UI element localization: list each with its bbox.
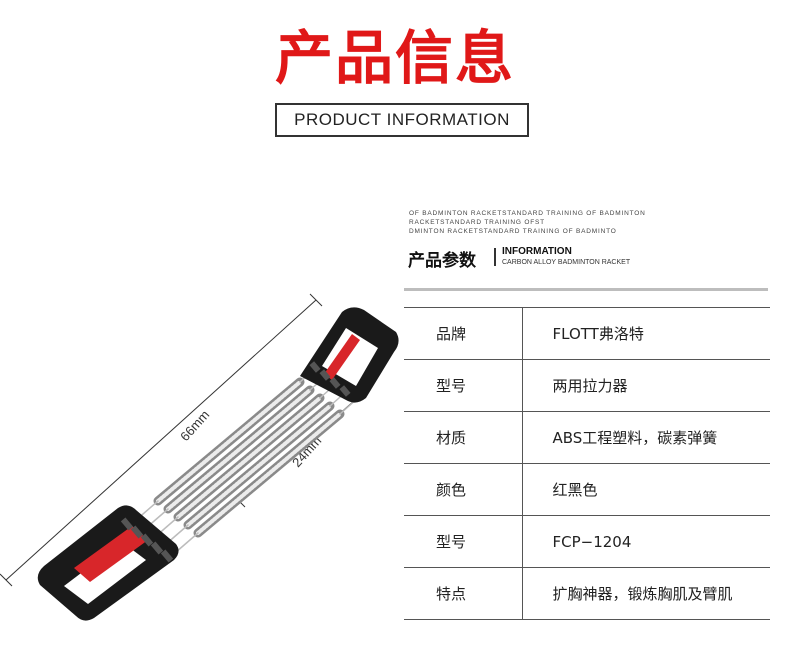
spec-key: 颜色 xyxy=(404,463,523,516)
params-divider xyxy=(494,248,496,266)
spec-value: 扩胸神器，锻炼胸肌及臂肌 xyxy=(522,567,770,620)
spec-value: ABS工程塑料，碳素弹簧 xyxy=(522,411,770,464)
params-subtitle: CARBON ALLOY BADMINTON RACKET xyxy=(502,259,631,266)
spec-value: FLOTT弗洛特 xyxy=(522,307,770,360)
table-row: 型号 两用拉力器 xyxy=(404,359,770,412)
fine-print-line-3: DMINTON RACKETSTANDARD TRAINING OF BADMI… xyxy=(409,228,617,235)
spec-key: 材质 xyxy=(404,411,523,464)
chest-expander-product-image: 66mm 24mm xyxy=(0,293,399,621)
springs xyxy=(127,365,359,560)
spec-value: 红黑色 xyxy=(522,463,770,516)
params-title-cn: 产品参数 xyxy=(408,251,476,271)
spec-key: 特点 xyxy=(404,567,523,620)
spec-table: 品牌 FLOTT弗洛特 型号 两用拉力器 材质 ABS工程塑料，碳素弹簧 颜色 … xyxy=(404,307,770,620)
page-title-en: PRODUCT INFORMATION xyxy=(275,103,529,137)
top-handle xyxy=(300,307,399,403)
dimension-line-length xyxy=(0,293,323,587)
table-row: 型号 FCP−1204 xyxy=(404,515,770,568)
table-row: 颜色 红黑色 xyxy=(404,463,770,516)
table-row: 品牌 FLOTT弗洛特 xyxy=(404,307,770,360)
spec-key: 品牌 xyxy=(404,307,523,360)
bottom-grip xyxy=(74,526,148,582)
table-row: 特点 扩胸神器，锻炼胸肌及臂肌 xyxy=(404,567,770,620)
fine-print-line-2: RACKETSTANDARD TRAINING OFST xyxy=(409,219,545,226)
page-title-cn: 产品信息 xyxy=(274,24,515,92)
top-grip xyxy=(324,334,360,380)
dimension-label-length: 66mm xyxy=(177,407,212,444)
table-row: 材质 ABS工程塑料，碳素弹簧 xyxy=(404,411,770,464)
spec-value: FCP−1204 xyxy=(522,515,770,568)
spec-value: 两用拉力器 xyxy=(522,359,770,412)
fine-print-line-1: OF BADMINTON RACKETSTANDARD TRAINING OF … xyxy=(409,210,646,217)
bottom-handle xyxy=(37,505,179,621)
spec-key: 型号 xyxy=(404,359,523,412)
params-title-en: INFORMATION xyxy=(502,246,572,257)
spec-key: 型号 xyxy=(404,515,523,568)
spec-top-rule xyxy=(404,288,768,291)
